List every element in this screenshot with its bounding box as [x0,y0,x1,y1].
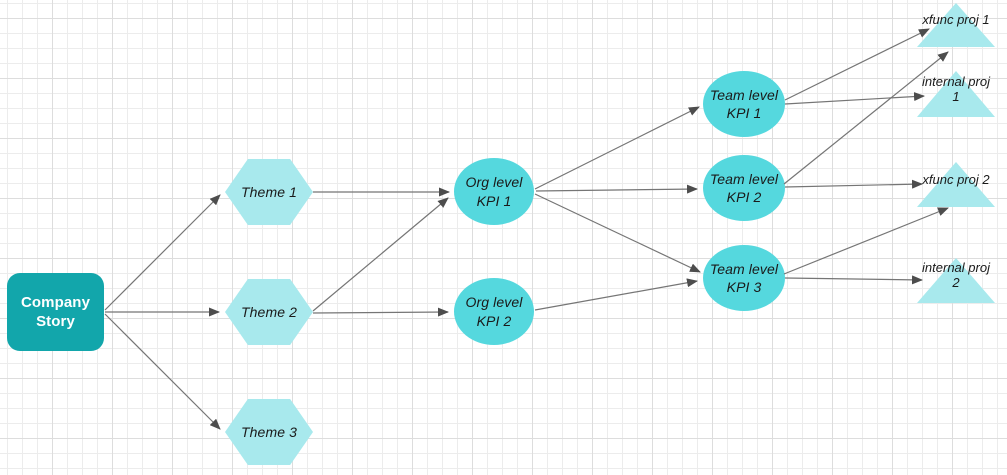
edge-team-kpi-3-to-internal-proj-2[interactable] [784,275,923,285]
node-internal-proj-1[interactable] [917,71,995,117]
node-label-theme-3: Theme 3 [241,423,297,440]
node-theme-1[interactable]: Theme 1 [225,159,313,225]
edge-team-kpi-2-to-xfunc-proj-1[interactable] [783,51,949,185]
node-theme-2[interactable]: Theme 2 [225,279,313,345]
node-team-kpi-1[interactable]: Team level KPI 1 [703,71,785,137]
node-label-org-kpi-1: Org level KPI 1 [465,174,523,209]
edge-theme-2-to-org-kpi-1[interactable] [312,197,449,312]
edge-company-story-to-theme-1[interactable] [104,194,221,311]
node-org-kpi-1[interactable]: Org level KPI 1 [454,158,534,225]
node-org-kpi-2[interactable]: Org level KPI 2 [454,278,534,345]
edge-team-kpi-1-to-internal-proj-1[interactable] [784,92,925,105]
edge-theme-2-to-org-kpi-2[interactable] [312,307,449,317]
node-team-kpi-3[interactable]: Team level KPI 3 [703,245,785,311]
edge-company-story-to-theme-3[interactable] [104,313,221,430]
node-label-org-kpi-2: Org level KPI 2 [465,294,523,329]
edge-org-kpi-1-to-team-kpi-2[interactable] [535,184,698,194]
edge-org-kpi-1-to-team-kpi-3[interactable] [534,193,701,273]
node-label-theme-1: Theme 1 [241,183,297,200]
node-label-team-kpi-1: Team level KPI 1 [709,86,779,121]
edge-team-kpi-3-to-xfunc-proj-2[interactable] [783,207,949,275]
edge-org-kpi-1-to-team-kpi-1[interactable] [534,106,700,190]
node-label-theme-2: Theme 2 [241,303,297,320]
edge-team-kpi-1-to-xfunc-proj-1[interactable] [784,28,930,101]
node-internal-proj-2[interactable] [917,258,995,303]
node-theme-3[interactable]: Theme 3 [225,399,313,465]
node-team-kpi-2[interactable]: Team level KPI 2 [703,155,785,221]
node-company-story[interactable]: Company Story [7,273,104,351]
node-label-company-story: Company Story [20,293,91,331]
node-label-team-kpi-3: Team level KPI 3 [709,260,779,295]
node-label-team-kpi-2: Team level KPI 2 [709,170,779,205]
edge-org-kpi-2-to-team-kpi-3[interactable] [534,278,698,311]
node-xfunc-proj-2[interactable] [917,162,995,207]
node-xfunc-proj-1[interactable] [917,3,995,47]
edge-team-kpi-2-to-xfunc-proj-2[interactable] [784,179,923,189]
